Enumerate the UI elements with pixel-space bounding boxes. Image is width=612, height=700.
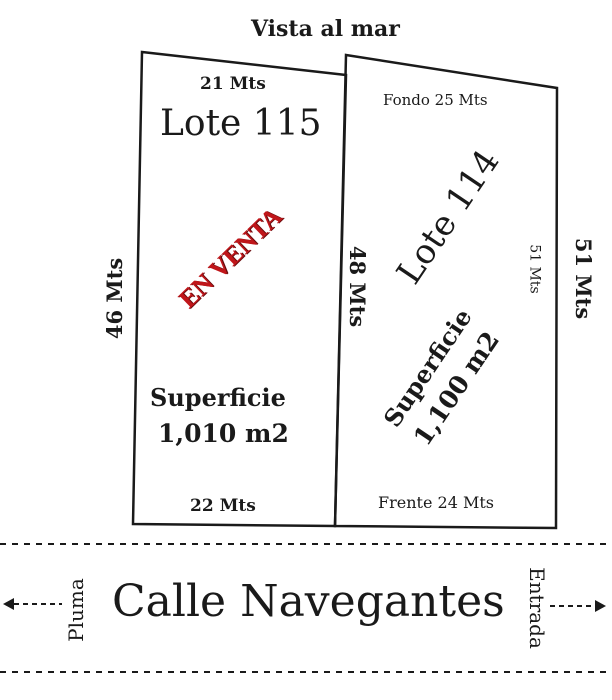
lot-115-left-side: 46 Mts (102, 257, 128, 340)
lot-114-back-width: Fondo 25 Mts (383, 91, 488, 109)
lot-115-title: Lote 115 (160, 103, 322, 144)
lot-114-outline (333, 53, 559, 530)
lot-114-left-side: 48 Mts (345, 245, 371, 328)
lot-114-front-width: Frente 24 Mts (378, 493, 494, 512)
right-arrow-icon (550, 600, 606, 612)
left-direction-label: Pluma (63, 578, 88, 642)
left-arrow-icon (3, 598, 62, 610)
lot-115-bottom-width: 22 Mts (190, 496, 256, 516)
lot-115-area-title: Superficie (150, 383, 286, 412)
lot-114-inner-right-side: 51 Mts (526, 244, 543, 294)
lot-114-outer-right-side: 51 Mts (571, 237, 597, 320)
lot-115-top-width: 21 Mts (200, 74, 266, 94)
lot-115-area-value: 1,010 m2 (158, 419, 289, 448)
street-name: Calle Navegantes (112, 576, 505, 627)
right-direction-label: Entrada (524, 567, 549, 649)
view-label: Vista al mar (251, 16, 400, 42)
